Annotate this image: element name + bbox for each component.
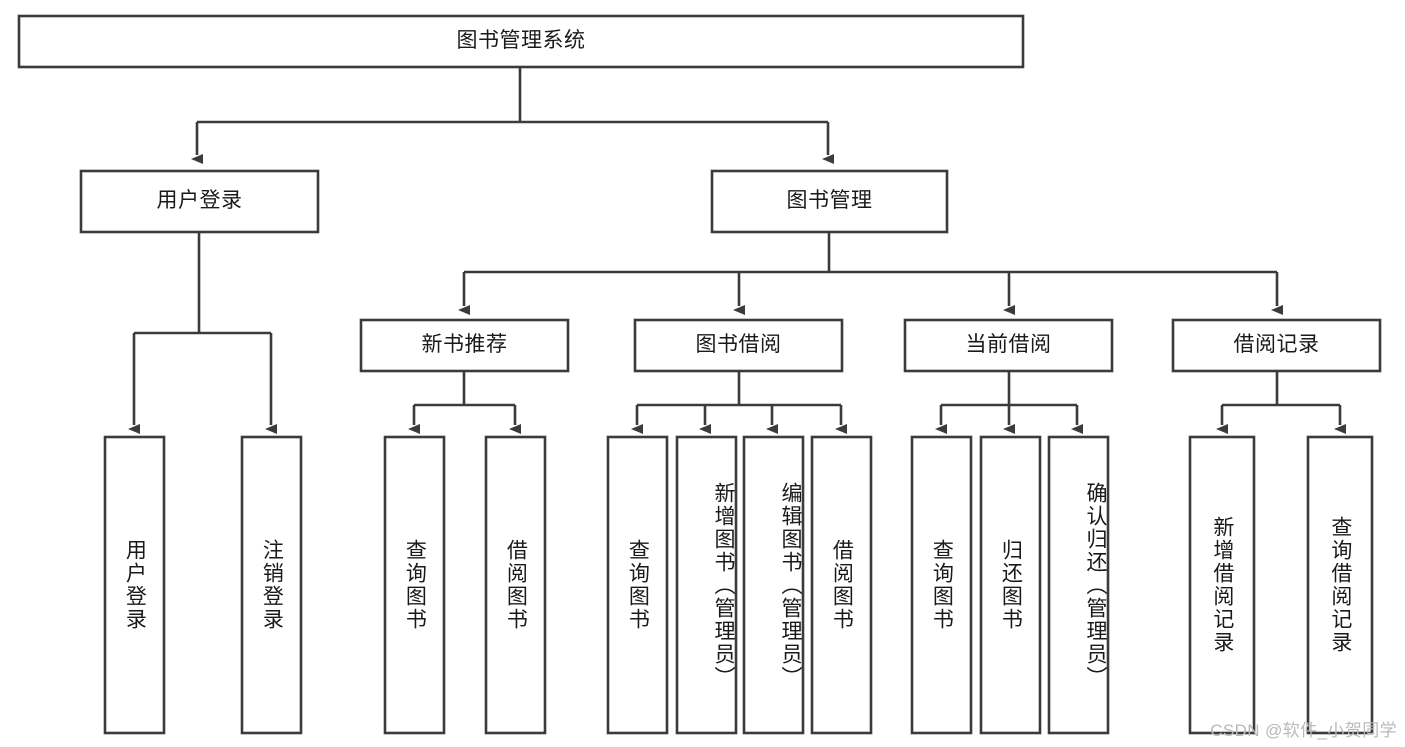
node-box-leaf-current-borrow-1[interactable] (979, 435, 1042, 735)
node-box-leaf-book-borrow-0[interactable] (606, 435, 669, 735)
node-box-leaf-user-login-1[interactable] (240, 435, 303, 735)
node-box-leaf-new-book-1[interactable] (484, 435, 547, 735)
watermark-text: CSDN @软件_小贺同学 (1210, 721, 1397, 740)
node-box-new-book-recommend[interactable] (359, 318, 570, 373)
node-box-borrow-record[interactable] (1171, 318, 1382, 373)
node-box-leaf-book-borrow-1[interactable] (675, 435, 738, 735)
node-box-user-login[interactable] (79, 169, 320, 234)
node-box-leaf-user-login-0[interactable] (103, 435, 166, 735)
node-box-leaf-current-borrow-0[interactable] (910, 435, 973, 735)
node-box-book-manage[interactable] (710, 169, 949, 234)
node-box-leaf-new-book-0[interactable] (383, 435, 446, 735)
node-box-current-borrow[interactable] (903, 318, 1114, 373)
node-box-leaf-book-borrow-3[interactable] (810, 435, 873, 735)
node-box-leaf-borrow-record-0[interactable] (1188, 435, 1256, 735)
node-box-root[interactable] (17, 14, 1025, 69)
node-box-leaf-borrow-record-1[interactable] (1306, 435, 1374, 735)
node-box-leaf-current-borrow-2[interactable] (1047, 435, 1110, 735)
node-box-leaf-book-borrow-2[interactable] (742, 435, 805, 735)
node-box-book-borrow[interactable] (633, 318, 844, 373)
